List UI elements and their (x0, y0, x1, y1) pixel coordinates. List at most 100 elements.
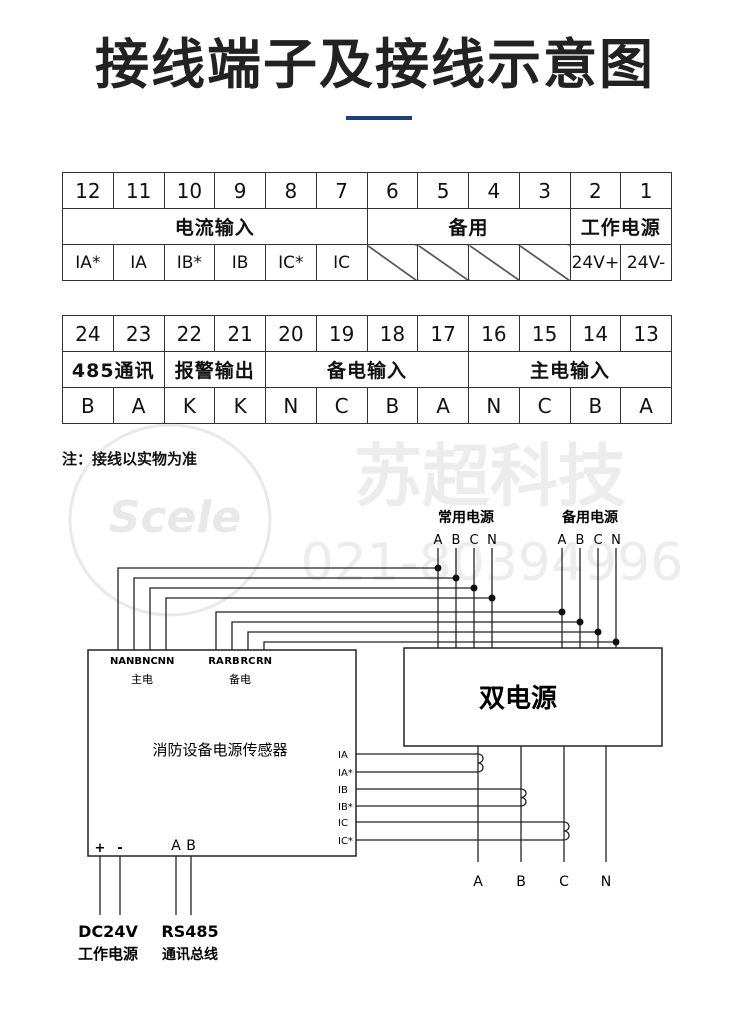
main-terminal-label: NB (126, 656, 142, 667)
comm-bus-caption: 通讯总线 (162, 946, 218, 963)
wire (215, 611, 562, 650)
terminal-signal: N (265, 387, 317, 424)
group-485-comm: 485通讯 (62, 351, 165, 388)
wire (133, 577, 456, 650)
dc24v-label: DC24V (78, 922, 138, 941)
page-title: 接线端子及接线示意图 (95, 33, 655, 96)
ct-terminal-label: IA (338, 750, 348, 761)
common-phase-label: A (434, 533, 443, 548)
terminal-signal: IC* (265, 244, 317, 281)
wire (247, 631, 598, 650)
wire (165, 597, 492, 650)
dual-power-box (403, 647, 663, 747)
rs485-label: RS485 (161, 922, 218, 941)
output-phase-label: A (473, 874, 483, 890)
group-current-input: 电流输入 (62, 208, 368, 245)
junction-dot (434, 564, 442, 572)
common-phase-label: N (487, 533, 497, 548)
terminal-signal: IB* (163, 244, 216, 281)
junction-dot (470, 584, 478, 592)
junction-dot (452, 574, 460, 582)
junction-dot (558, 608, 566, 616)
ct-terminal-label: IA* (338, 768, 353, 779)
group-alarm-output: 报警输出 (163, 351, 266, 388)
backup-terminal-label: RN (256, 656, 272, 667)
sensor-title: 消防设备电源传感器 (152, 741, 287, 759)
wire (263, 641, 616, 650)
ct-terminal-label: IC* (338, 836, 353, 847)
terminal-number: 8 (265, 172, 317, 209)
terminal-number: 3 (518, 172, 571, 209)
terminal-signal: B (569, 387, 622, 424)
terminal-group-row: 485通讯 报警输出 备电输入 主电输入 (62, 351, 672, 388)
terminal-group-row: 电流输入 备用 工作电源 (62, 208, 672, 245)
unused-terminal-cell (468, 244, 520, 281)
terminal-signal: B (366, 387, 419, 424)
common-phase-label: C (469, 533, 478, 548)
terminal-number: 19 (315, 315, 368, 352)
backup-phase-label: N (611, 533, 621, 548)
group-work-power: 工作电源 (569, 208, 672, 245)
terminal-signal: A (620, 387, 672, 424)
backup-phase-label: C (593, 533, 602, 548)
bus-b-label: B (186, 838, 196, 854)
watermark-logo-ring (68, 423, 272, 617)
terminal-number: 1 (620, 172, 672, 209)
terminal-number: 18 (366, 315, 419, 352)
title-underline (346, 116, 412, 120)
main-terminal-label: NA (110, 656, 126, 667)
wire (231, 621, 580, 650)
ct-coil-a (477, 753, 484, 773)
terminal-signal: K (163, 387, 216, 424)
terminal-signal: K (214, 387, 266, 424)
backup-group-label: 备电 (229, 672, 251, 686)
terminal-signal: N (468, 387, 520, 424)
terminal-number: 12 (62, 172, 114, 209)
bus-a-label: A (171, 838, 181, 854)
terminal-signal: C (518, 387, 571, 424)
ct-coil-c (563, 821, 570, 841)
terminal-signal-row: IA* IA IB* IB IC* IC 24V+ 24V- (62, 244, 672, 281)
main-terminal-label: NC (142, 656, 158, 667)
terminal-number-row: 24 23 22 21 20 19 18 17 16 15 14 13 (62, 315, 672, 352)
terminal-signal: IC (315, 244, 368, 281)
ct-terminal-label: IC (338, 818, 348, 829)
terminal-signal: 24V- (620, 244, 672, 281)
terminal-signal: B (62, 387, 114, 424)
terminal-signal: C (315, 387, 368, 424)
ct-coil-b (520, 788, 527, 807)
terminal-number-row: 12 11 10 9 8 7 6 5 4 3 2 1 (62, 172, 672, 209)
terminal-number: 10 (163, 172, 216, 209)
terminal-number: 17 (417, 315, 469, 352)
terminal-number: 23 (112, 315, 165, 352)
terminal-number: 14 (569, 315, 622, 352)
wire (149, 587, 474, 650)
sensor-box (87, 649, 357, 857)
watermark (68, 423, 272, 617)
backup-power-label: 备用电源 (561, 509, 618, 526)
terminal-signal: IA* (62, 244, 114, 281)
main-group-label: 主电 (131, 673, 153, 686)
terminal-signal: IA (112, 244, 165, 281)
main-terminal-label: NN (158, 656, 175, 667)
junction-dot (594, 628, 602, 636)
terminal-number: 15 (518, 315, 571, 352)
watermark-brand: 苏超科技 (354, 438, 626, 517)
power-minus-label: - (117, 841, 122, 856)
backup-phase-label: B (576, 533, 585, 548)
unused-terminal-cell (366, 244, 419, 281)
output-phase-label: C (559, 874, 569, 890)
wire (117, 567, 438, 650)
junction-dot (576, 618, 584, 626)
terminal-number: 5 (417, 172, 469, 209)
backup-phase-label: A (558, 533, 567, 548)
wiring-note: 注：接线以实物为准 (62, 450, 198, 468)
junction-dot (488, 594, 496, 602)
junction-dot (612, 638, 620, 646)
unused-terminal-cell (518, 244, 571, 281)
watermark-logo-text: Scele (109, 492, 242, 543)
backup-terminal-label: RC (240, 656, 255, 667)
terminal-signal: A (417, 387, 469, 424)
terminal-table-2: 24 23 22 21 20 19 18 17 16 15 14 13 485通… (62, 315, 672, 424)
